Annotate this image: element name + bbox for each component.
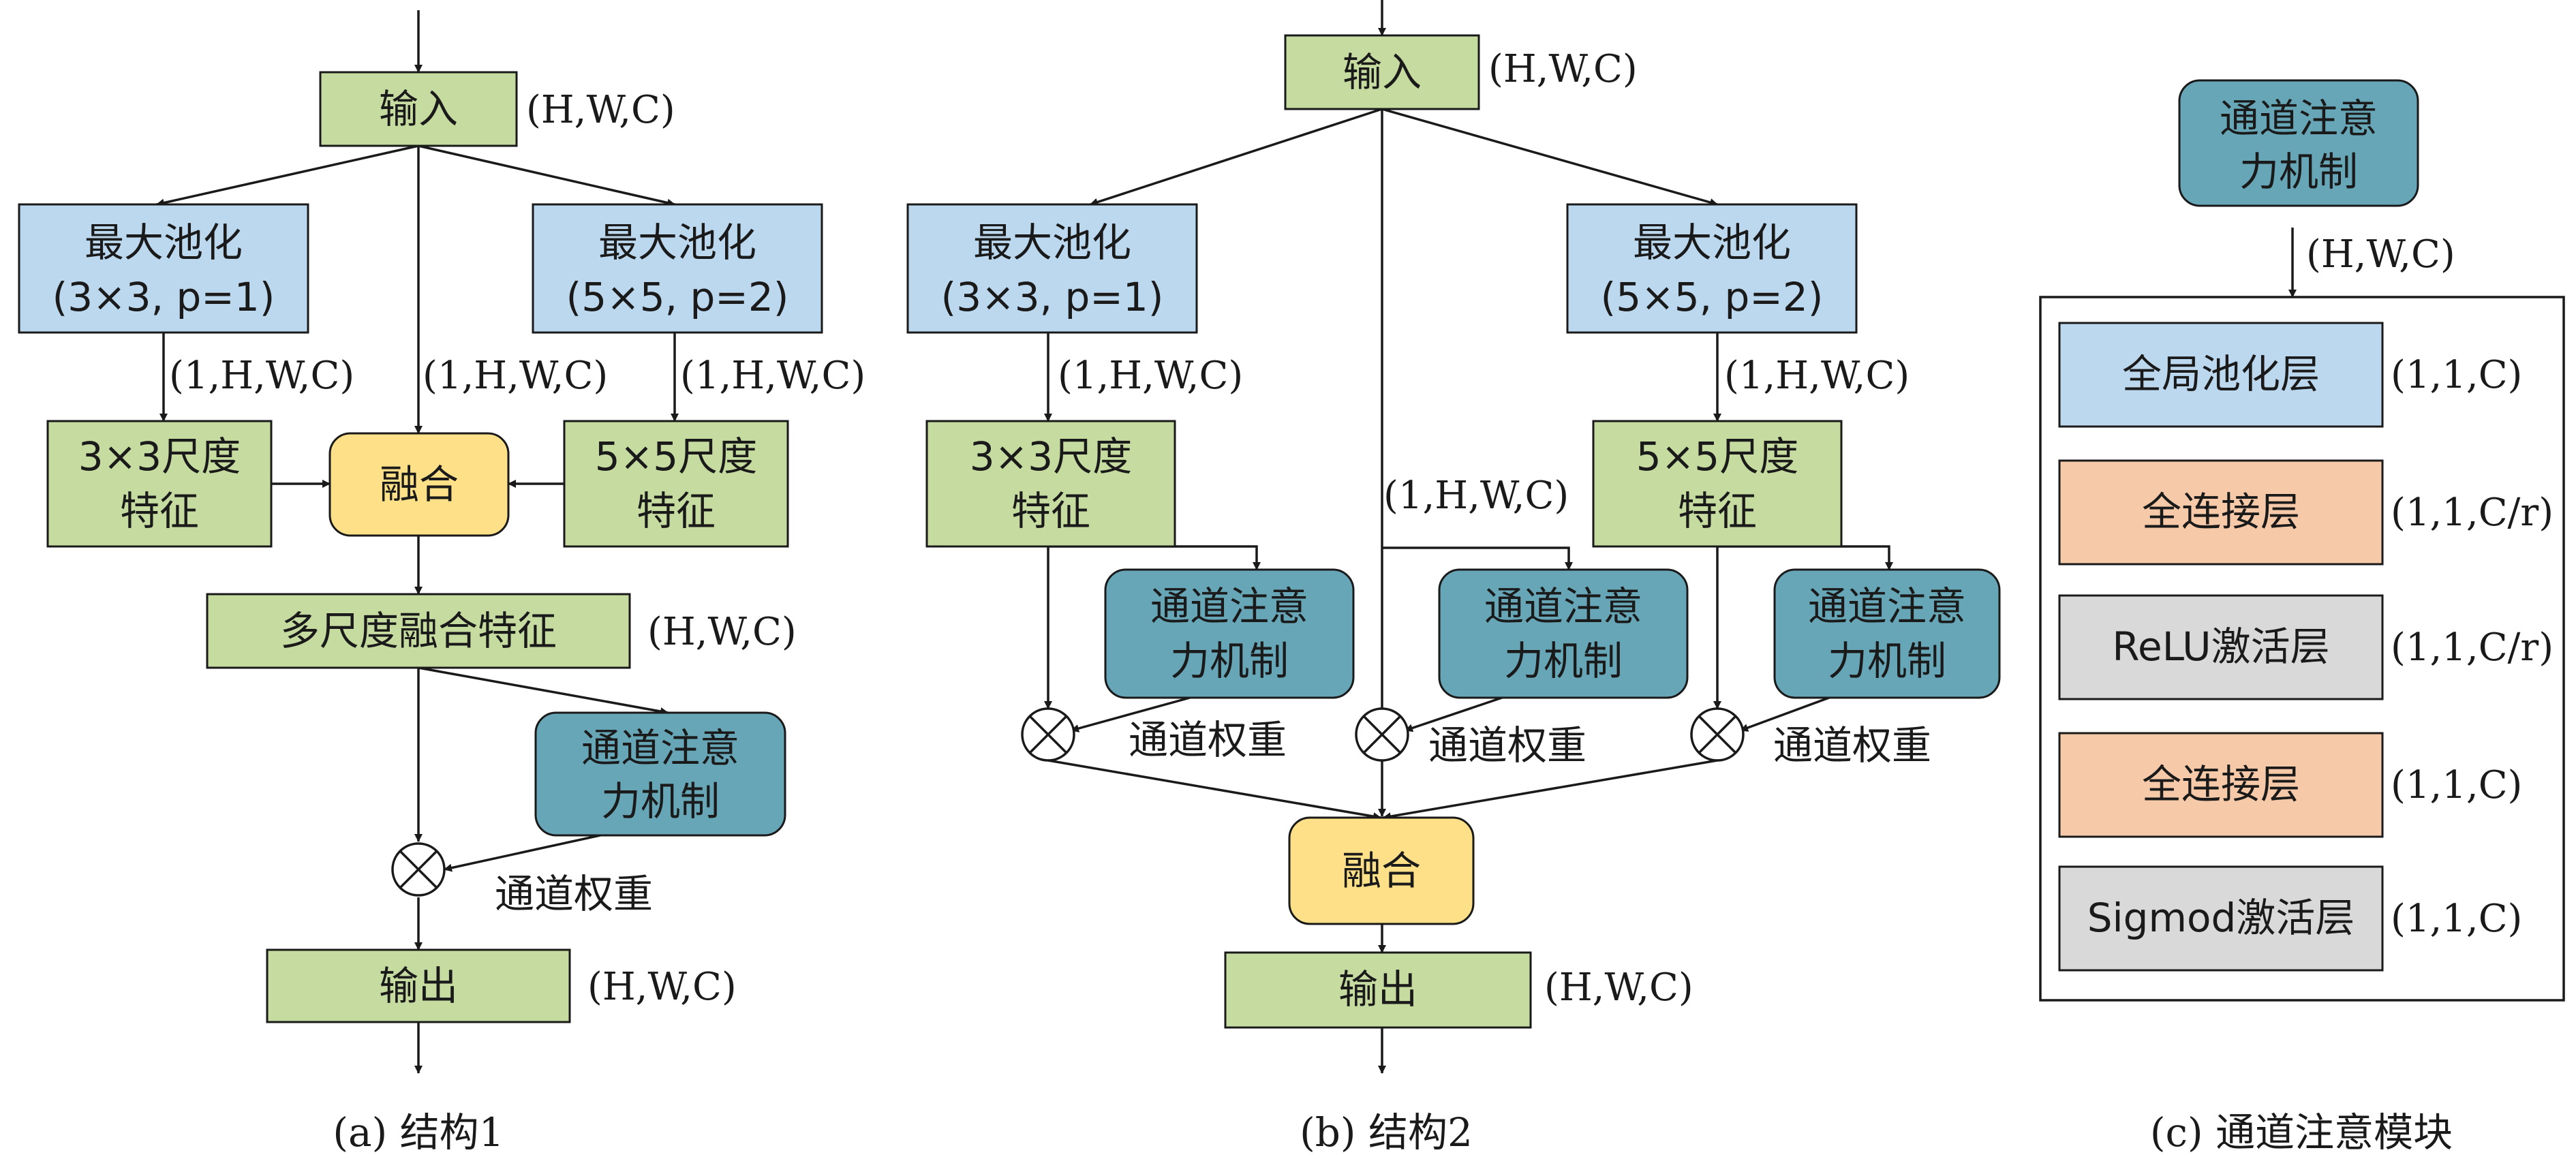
channel-weight-label-b1: 通道权重 bbox=[1129, 717, 1287, 763]
feature-3x3-box-b bbox=[925, 420, 1176, 548]
feature-5x5-box-b bbox=[1592, 420, 1843, 548]
dim-right: (1,H,W,C) bbox=[680, 354, 865, 398]
panel-c: 通道注意 力机制 (H,W,C) 全局池化层 (1,1,C) 全连接层 (1,1… bbox=[2039, 79, 2565, 1156]
channel-attention-line2: 力机制 bbox=[601, 778, 720, 824]
multiply-icon bbox=[1021, 707, 1075, 762]
input-box bbox=[319, 71, 518, 147]
channel-attention-box-b1 bbox=[1104, 568, 1355, 699]
top-dim-c: (H,W,C) bbox=[2306, 232, 2455, 277]
input-dim-b: (H,W,C) bbox=[1488, 47, 1638, 91]
dim-left-b: (1,H,W,C) bbox=[1058, 354, 1243, 398]
output-dim: (H,W,C) bbox=[587, 965, 737, 1009]
feature-3x3-box bbox=[46, 420, 273, 548]
feature-3x3-line1-b: 3×3尺度 bbox=[970, 433, 1132, 480]
channel-weight-label: 通道权重 bbox=[495, 871, 653, 917]
layer-label: ReLU激活层 bbox=[2112, 623, 2329, 670]
pool-5x5-line2-b: (5×5, p=2) bbox=[1601, 274, 1824, 320]
feature-3x3-line2-b: 特征 bbox=[1011, 488, 1090, 534]
channel-attention-b1-line1: 通道注意 bbox=[1150, 583, 1308, 630]
multiply-icon bbox=[391, 842, 446, 897]
channel-weight-label-b2: 通道权重 bbox=[1428, 722, 1586, 769]
channel-attention-c-line2: 力机制 bbox=[2239, 149, 2358, 195]
multi-scale-feature-box bbox=[206, 593, 631, 669]
dim-left: (1,H,W,C) bbox=[169, 354, 354, 398]
feature-5x5-line1: 5×5尺度 bbox=[595, 433, 757, 480]
pool-3x3-line1: 最大池化 bbox=[85, 219, 243, 266]
panel-b: 输入 (H,W,C) 最大池化 (3×3, p=1) 最大池化 (5×5, p=… bbox=[906, 0, 2001, 1156]
channel-attention-box bbox=[534, 711, 786, 837]
pool-5x5-line1-b: 最大池化 bbox=[1633, 219, 1791, 266]
caption-b: (b) 结构2 bbox=[1300, 1109, 1473, 1156]
caption-a: (a) 结构1 bbox=[333, 1109, 504, 1156]
feature-3x3-line1: 3×3尺度 bbox=[78, 433, 241, 480]
dim-mid: (1,H,W,C) bbox=[423, 354, 608, 398]
input-label: 输入 bbox=[379, 86, 458, 132]
pool-3x3-box-b bbox=[906, 203, 1198, 334]
layer-dim: (1,1,C/r) bbox=[2391, 625, 2554, 670]
channel-attention-box-c bbox=[2178, 79, 2419, 207]
channel-attention-b3-line1: 通道注意 bbox=[1808, 583, 1966, 630]
input-box-b bbox=[1284, 34, 1480, 110]
pool-3x3-box bbox=[18, 203, 309, 334]
dim-mid-b: (1,H,W,C) bbox=[1383, 474, 1569, 518]
layer-dim: (1,1,C) bbox=[2391, 763, 2522, 807]
channel-attention-box-b2 bbox=[1438, 568, 1689, 699]
output-box-b bbox=[1224, 951, 1532, 1029]
layer-dim: (1,1,C) bbox=[2391, 897, 2522, 941]
channel-attention-b1-line2: 力机制 bbox=[1170, 638, 1289, 684]
output-box bbox=[266, 948, 571, 1023]
fc-layer-2 bbox=[2058, 732, 2384, 838]
feature-5x5-box bbox=[563, 420, 789, 548]
output-label: 输出 bbox=[379, 963, 458, 1009]
output-label-b: 输出 bbox=[1338, 966, 1417, 1013]
feature-5x5-line1-b: 5×5尺度 bbox=[1636, 433, 1798, 480]
channel-attention-c-line1: 通道注意 bbox=[2220, 95, 2378, 142]
layer-label: 全局池化层 bbox=[2122, 351, 2320, 397]
multi-scale-feature-label: 多尺度融合特征 bbox=[280, 608, 557, 654]
feature-5x5-line2-b: 特征 bbox=[1678, 488, 1757, 534]
channel-attention-b2-line2: 力机制 bbox=[1504, 638, 1623, 684]
multi-scale-dim: (H,W,C) bbox=[647, 610, 797, 654]
caption-c: (c) 通道注意模块 bbox=[2150, 1109, 2453, 1156]
layer-label: Sigmod激活层 bbox=[2087, 895, 2355, 941]
fc-layer-1 bbox=[2058, 459, 2384, 566]
multiply-icon bbox=[1690, 707, 1745, 762]
fuse-box-b bbox=[1288, 816, 1475, 925]
channel-attention-b3-line2: 力机制 bbox=[1828, 638, 1946, 684]
feature-5x5-line2: 特征 bbox=[637, 488, 716, 534]
panel-a: 输入 (H,W,C) 最大池化 (3×3, p=1) 最大池化 (5×5, p=… bbox=[18, 10, 865, 1156]
layer-dim: (1,1,C/r) bbox=[2391, 491, 2554, 535]
input-dim: (H,W,C) bbox=[526, 88, 675, 132]
relu-layer bbox=[2058, 594, 2384, 700]
channel-attention-line1: 通道注意 bbox=[581, 725, 739, 771]
channel-weight-label-b3: 通道权重 bbox=[1773, 722, 1931, 769]
multiply-icon bbox=[1355, 707, 1409, 762]
global-pooling-layer bbox=[2058, 322, 2384, 428]
layer-label: 全连接层 bbox=[2142, 761, 2300, 807]
pool-5x5-box bbox=[532, 203, 823, 334]
input-label-b: 输入 bbox=[1343, 49, 1422, 95]
pool-5x5-line1: 最大池化 bbox=[598, 219, 756, 266]
feature-3x3-line2: 特征 bbox=[120, 488, 199, 534]
pool-3x3-line2: (3×3, p=1) bbox=[52, 274, 275, 320]
layer-dim: (1,1,C) bbox=[2391, 353, 2522, 397]
pool-3x3-line2-b: (3×3, p=1) bbox=[941, 274, 1164, 320]
sigmoid-layer bbox=[2058, 865, 2384, 972]
pool-5x5-line2: (5×5, p=2) bbox=[566, 274, 789, 320]
pool-3x3-line1-b: 最大池化 bbox=[973, 219, 1131, 266]
fuse-box bbox=[328, 432, 510, 537]
channel-attention-b2-line1: 通道注意 bbox=[1484, 583, 1642, 630]
dim-right-b: (1,H,W,C) bbox=[1724, 354, 1910, 398]
output-dim-b: (H,W,C) bbox=[1544, 965, 1693, 1010]
fuse-label-b: 融合 bbox=[1342, 848, 1421, 894]
pool-5x5-box-b bbox=[1566, 203, 1858, 334]
channel-attention-box-b3 bbox=[1773, 568, 2001, 699]
layer-label: 全连接层 bbox=[2142, 489, 2300, 535]
fuse-label: 融合 bbox=[380, 461, 459, 508]
